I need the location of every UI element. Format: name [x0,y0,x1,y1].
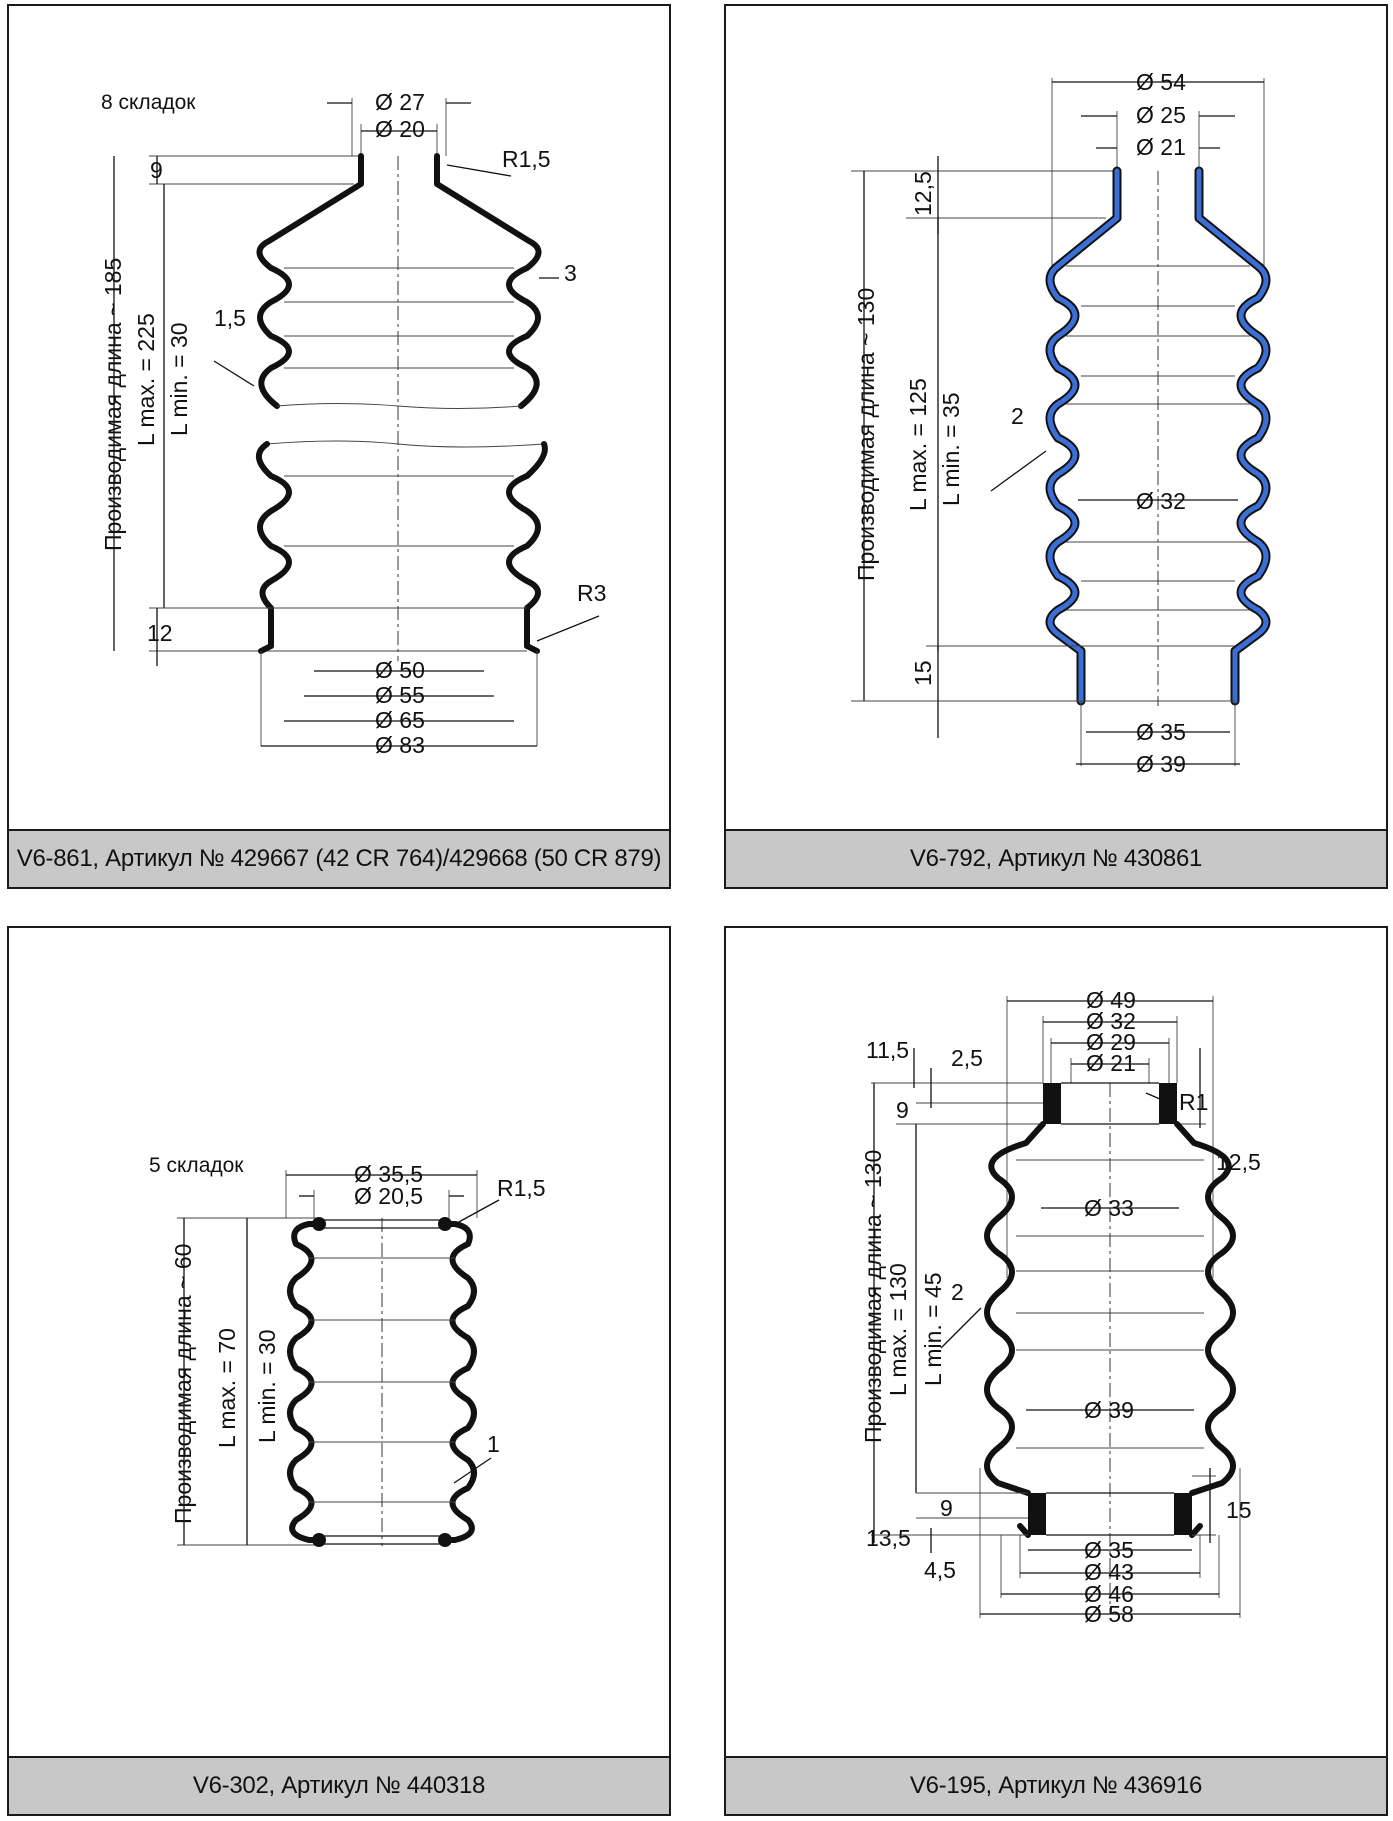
radius-bottom: R3 [577,580,606,606]
dim-length: Производимая длина ~ 130 [853,288,879,581]
dim-length: Производимая длина ~ 130 [860,1150,886,1443]
dim-h-top: 9 [150,157,163,183]
dim-bottom-2: Ø 39 [1136,751,1186,777]
dim-lmax: L max. = 70 [214,1328,240,1448]
dim-top-4: Ø 21 [1086,1050,1136,1076]
drawing-panel-v6-792: Ø 54 Ø 25 Ø 21 12,5 Производимая длина ~… [724,4,1388,889]
panel-caption: V6-792, Артикул № 430861 [726,829,1386,887]
dim-length: Производимая длина ~ 60 [170,1244,196,1524]
dim-h-top: 12,5 [910,171,936,216]
boot-profile [984,1082,1236,1538]
radius-top: R1,5 [502,146,551,172]
dim-lmin: L min. = 30 [254,1329,280,1443]
drawing-panel-v6-195: Ø 49 Ø 32 Ø 29 Ø 21 11,5 2,5 9 R1 12,5 П… [724,926,1388,1816]
dim-lmax: L max. = 225 [133,313,159,446]
dim-bottom-4: Ø 83 [375,732,425,758]
dim-h6: 13,5 [866,1525,911,1551]
dim-bottom-3: Ø 65 [375,707,425,733]
dim-h2: 2,5 [951,1045,983,1071]
panel-caption: V6-861, Артикул № 429667 (42 CR 764)/429… [9,829,669,887]
radius-top: R1,5 [497,1175,546,1201]
dim-top-1: Ø 49 [1086,987,1136,1013]
dim-bottom-1: Ø 35 [1136,719,1186,745]
dim-bottom-4: Ø 58 [1084,1601,1134,1627]
dim-length: Производимая длина ~ 185 [100,258,126,551]
dim-top-inner: Ø 20 [375,116,425,142]
dim-h7: 15 [1226,1497,1252,1523]
panel-caption: V6-195, Артикул № 436916 [726,1756,1386,1814]
drawing-panel-v6-861: 8 складок Ø 27 Ø 20 R1,5 9 Производимая … [7,4,671,889]
dim-bottom-2: Ø 55 [375,682,425,708]
dim-bottom-2: Ø 43 [1084,1559,1134,1585]
dim-thickness: 2 [1011,403,1024,429]
dim-bottom-3: Ø 46 [1084,1581,1134,1607]
radius-top: R1 [1179,1089,1208,1115]
boot-drawing-v6-302: 5 складок Ø 35,5 Ø 20,5 R1,5 Производима… [149,1154,546,1547]
dim-thickness: 1 [487,1431,500,1457]
dim-lmin: L min. = 45 [920,1272,946,1386]
dim-top-outer: Ø 27 [375,89,425,115]
boot-drawing-v6-861: 8 складок Ø 27 Ø 20 R1,5 9 Производимая … [100,89,606,758]
dim-h1: 11,5 [866,1037,909,1063]
dim-lmin: L min. = 35 [938,392,964,506]
dim-h-bottom: 12 [147,620,173,646]
panel-caption: V6-302, Артикул № 440318 [9,1756,669,1814]
dim-thickness: 2 [951,1279,964,1305]
dim-top-1: Ø 35,5 [354,1161,423,1187]
dim-h5: 9 [940,1495,953,1521]
boot-profile-blue [1045,166,1271,706]
drawing-panel-v6-302: 5 складок Ø 35,5 Ø 20,5 R1,5 Производима… [7,926,671,1816]
dim-h3: 9 [896,1097,909,1123]
dim-top-2: Ø 25 [1136,102,1186,128]
boot-drawing-v6-195: Ø 49 Ø 32 Ø 29 Ø 21 11,5 2,5 9 R1 12,5 П… [860,987,1261,1627]
dim-wall: 3 [564,260,577,286]
dim-lmin: L min. = 30 [166,322,192,436]
dim-mid-1: Ø 33 [1084,1195,1134,1221]
dim-lmax: L max. = 125 [905,378,931,511]
folds-note: 8 складок [101,91,196,114]
dim-top-3: Ø 29 [1086,1029,1136,1055]
dim-top-1: Ø 54 [1136,69,1186,95]
dim-top-2: Ø 20,5 [354,1183,423,1209]
dim-top-3: Ø 21 [1136,134,1186,160]
folds-note: 5 складок [149,1154,244,1177]
dim-h-bottom: 15 [910,660,936,686]
dim-top-2: Ø 32 [1086,1008,1136,1034]
dim-h8: 4,5 [924,1557,956,1583]
dim-thickness: 1,5 [214,305,246,331]
dim-lmax: L max. = 130 [885,1263,911,1396]
dim-mid-2: Ø 39 [1084,1397,1134,1423]
dim-mid: Ø 32 [1136,488,1186,514]
boot-drawing-v6-792: Ø 54 Ø 25 Ø 21 12,5 Производимая длина ~… [851,69,1271,777]
boot-profile [287,1217,477,1547]
dim-bottom-1: Ø 50 [375,657,425,683]
dim-bottom-1: Ø 35 [1084,1537,1134,1563]
